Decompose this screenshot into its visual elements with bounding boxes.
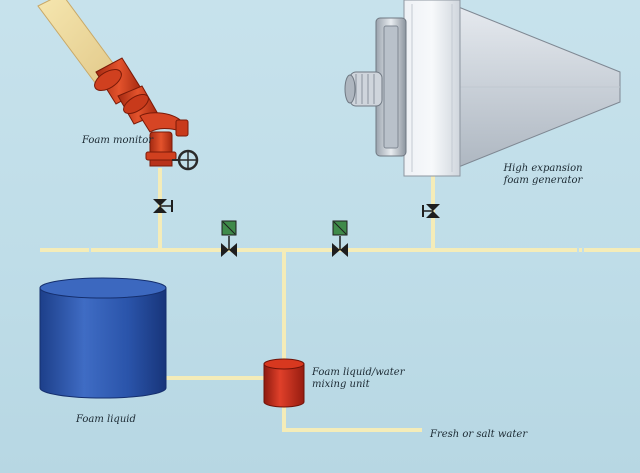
foam-monitor-label: Foam monitor [82,135,153,146]
foam-generator-label-line1: High expansion [503,163,583,174]
valve-icon [422,204,440,218]
foam-monitor-icon [37,0,199,171]
foam-liquid-label: Foam liquid [76,414,136,425]
mixing-unit-label-line1: Foam liquid/water [312,367,405,378]
motorized-valve-icon [221,220,237,257]
motorized-valve-icon [332,220,348,257]
header-joints [89,247,584,253]
mixing-unit-icon [263,358,305,408]
foam-generator-icon [344,0,621,177]
water-supply-pipe [282,404,422,432]
mixing-unit-label-line2: mixing unit [312,379,370,390]
foam-tank-icon [39,277,167,399]
valve-icon [153,199,173,213]
water-source-label: Fresh or salt water [430,429,528,440]
foam-generator-label-line2: foam generator [503,175,583,186]
